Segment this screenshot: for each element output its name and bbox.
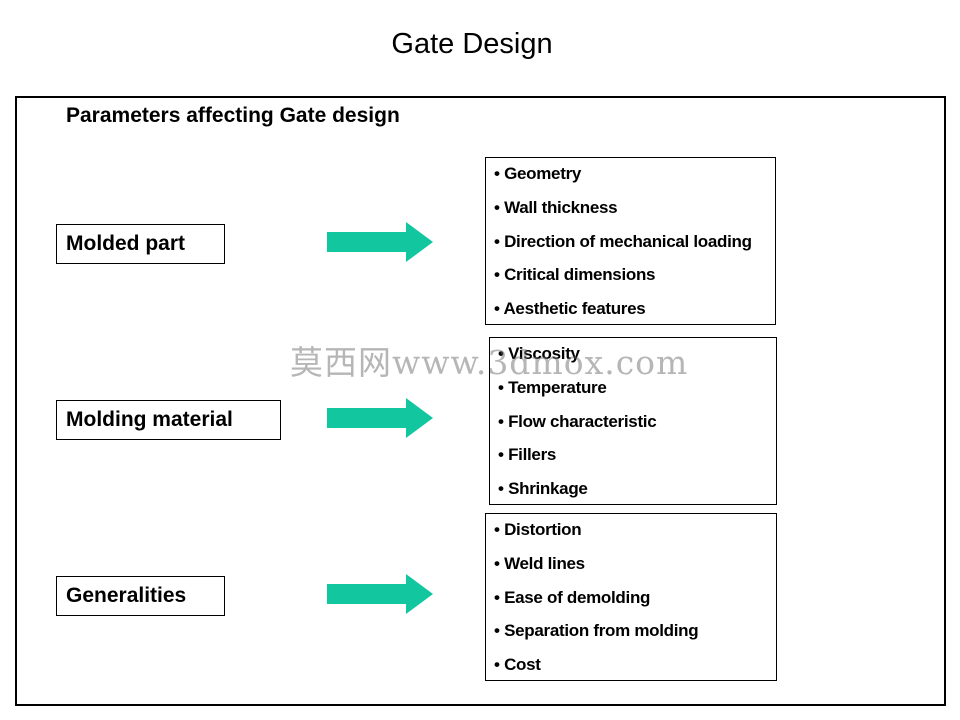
list-item: • Wall thickness (494, 197, 618, 217)
category-molded-part: Molded part (56, 224, 225, 264)
list-item: • Distortion (494, 520, 582, 539)
list-molded-part: • Geometry • Wall thickness • Direction … (485, 157, 776, 325)
arrow-right-icon (327, 398, 433, 438)
diagram-subtitle: Parameters affecting Gate design (66, 104, 400, 127)
list-item: • Geometry (494, 164, 582, 183)
list-item: • Cost (494, 655, 541, 675)
arrow-right-icon (327, 574, 433, 614)
list-item: • Separation from molding (494, 621, 699, 641)
list-item: • Direction of mechanical loading (494, 231, 752, 251)
page-title: Gate Design (391, 28, 553, 60)
list-generalities: • Distortion • Weld lines • Ease of demo… (485, 513, 777, 681)
list-item: • Critical dimensions (494, 265, 656, 285)
diagram-frame (15, 96, 946, 706)
category-generalities: Generalities (56, 576, 225, 616)
category-molding-material: Molding material (56, 400, 281, 440)
list-item: • Ease of demolding (494, 587, 651, 607)
list-item: • Aesthetic features (494, 299, 646, 319)
list-item: • Temperature (498, 377, 607, 397)
list-molding-material: • Viscosity • Temperature • Flow charact… (489, 337, 777, 505)
list-item: • Flow characteristic (498, 411, 657, 431)
list-item: • Fillers (498, 445, 557, 465)
arrow-right-icon (327, 222, 433, 262)
list-item: • Weld lines (494, 553, 585, 573)
list-item: • Shrinkage (498, 479, 588, 499)
list-item: • Viscosity (498, 344, 580, 363)
